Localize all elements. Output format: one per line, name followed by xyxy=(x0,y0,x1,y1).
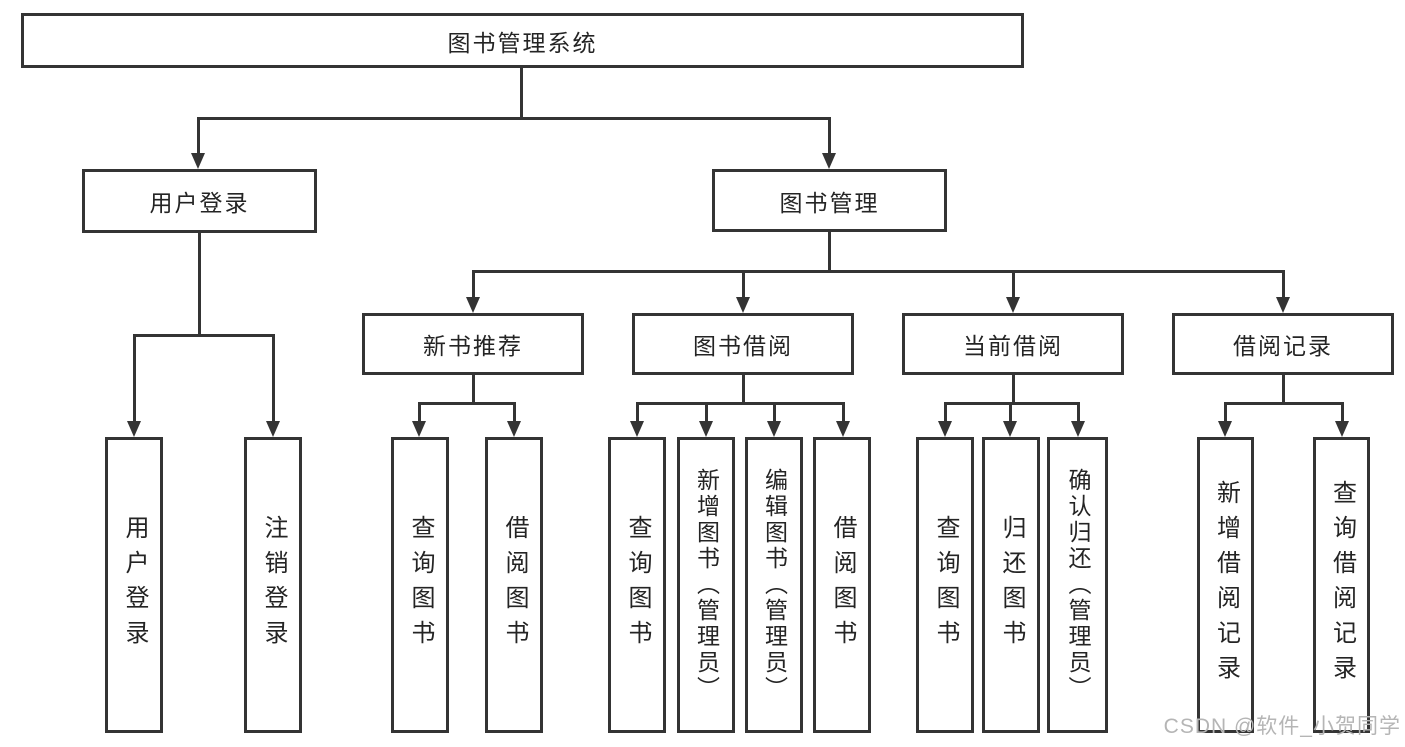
connector xyxy=(842,402,845,423)
arrowhead xyxy=(1003,421,1017,437)
leaf-label: 查询图书 xyxy=(624,515,651,655)
connector xyxy=(1282,375,1285,405)
leaf-label: 注销登录 xyxy=(260,515,287,655)
connector xyxy=(1012,375,1015,405)
leaf-borrow-books-1: 借阅图书 xyxy=(485,437,543,733)
connector xyxy=(944,402,1080,405)
arrowhead xyxy=(1335,421,1349,437)
arrowhead xyxy=(412,421,426,437)
node-label: 图书管理 xyxy=(779,189,880,216)
node-current-borrowing: 当前借阅 xyxy=(902,313,1124,375)
arrowhead xyxy=(266,421,280,437)
leaf-label: 确认归还（管理员） xyxy=(1065,468,1091,702)
connector xyxy=(1009,402,1012,423)
arrowhead xyxy=(1006,297,1020,313)
leaf-add-borrow-record: 新增借阅记录 xyxy=(1197,437,1254,733)
connector xyxy=(828,232,831,273)
connector xyxy=(197,117,200,155)
node-borrowing-records: 借阅记录 xyxy=(1172,313,1394,375)
arrowhead xyxy=(1071,421,1085,437)
arrowhead xyxy=(938,421,952,437)
leaf-query-books-1: 查询图书 xyxy=(391,437,449,733)
leaf-query-books-3: 查询图书 xyxy=(916,437,974,733)
connector xyxy=(636,402,845,405)
node-label: 借阅记录 xyxy=(1233,333,1333,359)
leaf-label: 新增借阅记录 xyxy=(1212,480,1240,690)
connector xyxy=(828,117,831,155)
connector xyxy=(705,402,708,423)
leaf-label: 用户登录 xyxy=(121,515,148,655)
connector xyxy=(636,402,639,423)
connector xyxy=(133,334,275,337)
leaf-label: 编辑图书（管理员） xyxy=(761,468,788,702)
leaf-logout: 注销登录 xyxy=(244,437,302,733)
leaf-label: 查询图书 xyxy=(407,515,434,655)
connector xyxy=(418,402,421,423)
connector xyxy=(472,270,475,299)
arrowhead xyxy=(699,421,713,437)
connector xyxy=(1224,402,1344,405)
connector xyxy=(272,334,275,423)
arrowhead xyxy=(836,421,850,437)
connector xyxy=(133,334,136,423)
arrowhead xyxy=(466,297,480,313)
leaf-label: 查询图书 xyxy=(932,515,959,655)
leaf-edit-books-admin: 编辑图书（管理员） xyxy=(745,437,803,733)
leaf-borrow-books-2: 借阅图书 xyxy=(813,437,871,733)
arrowhead xyxy=(630,421,644,437)
node-book-borrowing: 图书借阅 xyxy=(632,313,854,375)
node-book-management: 图书管理 xyxy=(712,169,947,232)
connector xyxy=(1012,270,1015,299)
node-library-management-system: 图书管理系统 xyxy=(21,13,1024,68)
leaf-query-books-2: 查询图书 xyxy=(608,437,666,733)
watermark-csdn: CSDN @软件_小贺同学 xyxy=(1163,715,1401,738)
arrowhead xyxy=(1218,421,1232,437)
node-user-login: 用户登录 xyxy=(82,169,317,233)
connector xyxy=(418,402,516,405)
node-label: 图书借阅 xyxy=(693,333,793,359)
arrowhead xyxy=(507,421,521,437)
arrowhead xyxy=(1276,297,1290,313)
node-label: 用户登录 xyxy=(149,190,250,216)
leaf-query-borrow-record: 查询借阅记录 xyxy=(1313,437,1370,733)
node-label: 新书推荐 xyxy=(423,333,523,359)
connector xyxy=(472,375,475,405)
leaf-label: 查询借阅记录 xyxy=(1328,480,1356,690)
connector xyxy=(472,270,1285,273)
connector xyxy=(1077,402,1080,423)
arrowhead xyxy=(736,297,750,313)
arrowhead xyxy=(191,153,205,169)
arrowhead xyxy=(127,421,141,437)
arrowhead xyxy=(767,421,781,437)
node-label: 图书管理系统 xyxy=(447,29,598,56)
leaf-label: 归还图书 xyxy=(998,515,1025,655)
connector xyxy=(944,402,947,423)
leaf-add-books-admin: 新增图书（管理员） xyxy=(677,437,735,733)
node-new-book-recommendation: 新书推荐 xyxy=(362,313,584,375)
connector xyxy=(520,68,523,119)
connector xyxy=(1224,402,1227,423)
connector xyxy=(1282,270,1285,299)
connector xyxy=(513,402,516,423)
leaf-confirm-return-admin: 确认归还（管理员） xyxy=(1047,437,1108,733)
leaf-user-login: 用户登录 xyxy=(105,437,163,733)
node-label: 当前借阅 xyxy=(963,333,1063,359)
leaf-label: 借阅图书 xyxy=(829,515,856,655)
connector xyxy=(773,402,776,423)
connector xyxy=(1341,402,1344,423)
leaf-label: 借阅图书 xyxy=(501,515,528,655)
connector xyxy=(742,375,745,405)
leaf-return-books: 归还图书 xyxy=(982,437,1040,733)
connector xyxy=(198,233,201,337)
leaf-label: 新增图书（管理员） xyxy=(693,468,720,702)
connector xyxy=(197,117,831,120)
arrowhead xyxy=(822,153,836,169)
connector xyxy=(742,270,745,299)
